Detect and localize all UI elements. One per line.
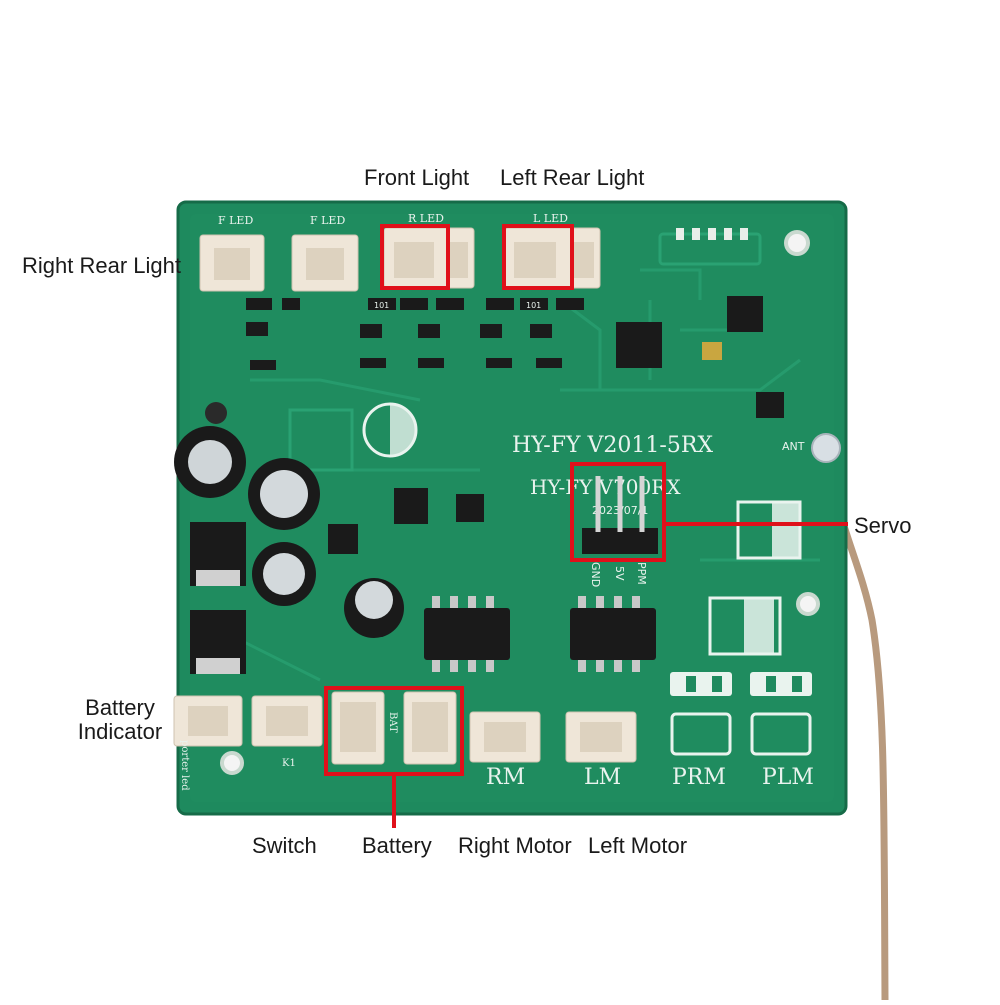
silk-model-main: HY-FY V2011-5RX [512,433,713,458]
prm-pads [670,672,732,756]
silk-reporter-led: porter led [179,740,190,791]
capacitors [174,426,404,638]
small-ic-1 [394,488,428,524]
left-rear-light-highlight [502,224,574,290]
servo-header [582,528,658,554]
silk-model-sub: HY-FY V700RX [530,475,681,499]
bottom-connectors [173,691,637,765]
rf-chip [756,392,784,418]
silk-r-led: R LED [408,212,444,225]
mcu-chip [616,322,662,368]
silk-gnd: GND [589,562,602,587]
label-servo: Servo [854,513,912,538]
eeprom-chip [727,296,763,332]
label-left-rear-light: Left Rear Light [500,165,645,190]
label-left-motor: Left Motor [588,833,688,858]
servo-highlight [570,462,666,562]
label-switch: Switch [252,833,317,858]
small-ic-2 [456,494,484,522]
silk-k1: K1 [282,758,296,769]
resistors [246,298,584,310]
label-front-light: Front Light [364,165,470,190]
mounting-holes [205,230,820,775]
silk-resistor-code-2: 101 [526,301,541,310]
silk-ant: ANT [782,440,805,453]
front-light-highlight [380,224,450,290]
motor-driver-2 [570,608,656,660]
silk-plm: PLM [762,765,814,790]
silk-bat: BAT [387,712,398,733]
motor-driver-1 [424,608,510,660]
label-battery: Battery [362,833,432,858]
silk-5v: 5V [613,566,626,581]
silk-rm: RM [486,765,525,790]
silk-l-led: L LED [533,212,568,225]
label-battery-indicator: Battery Indicator [77,695,163,745]
plm-pads [750,672,812,756]
transistors [246,322,562,370]
silk-resistor-code-1: 101 [374,301,389,310]
silk-prm: PRM [672,765,726,790]
antenna-solder [811,433,841,463]
silk-lm: LM [584,765,621,790]
silk-f-led-2: F LED [310,214,345,227]
label-right-motor: Right Motor [458,833,572,858]
silk-f-led-1: F LED [218,214,253,227]
label-right-rear-light: Right Rear Light [22,253,181,278]
silk-ppm: PPM [635,562,648,585]
small-ic-3 [328,524,358,554]
top-connectors [199,227,601,292]
